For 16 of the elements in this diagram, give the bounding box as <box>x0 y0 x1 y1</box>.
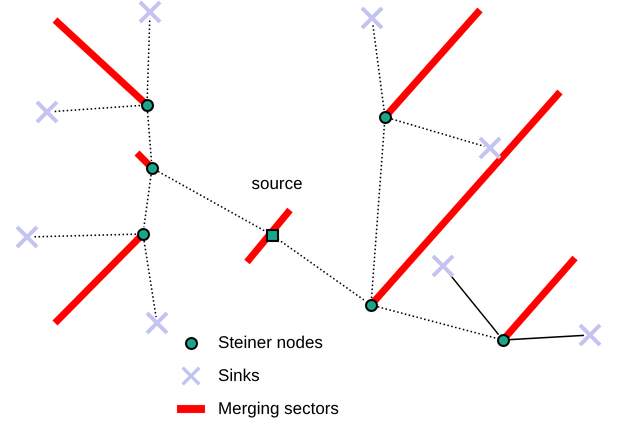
connector-line <box>143 240 157 318</box>
connector-line <box>370 124 386 298</box>
connector-line <box>146 18 151 98</box>
legend-label: Steiner nodes <box>218 332 323 354</box>
connector-line <box>158 170 266 232</box>
connector-line <box>392 118 484 148</box>
legend-label: Sinks <box>218 365 260 388</box>
connector-line <box>32 233 136 238</box>
connector-line <box>378 306 496 339</box>
node-caption: source <box>252 172 303 194</box>
connector-line <box>510 334 584 340</box>
legend-label: Merging sectors <box>218 398 339 420</box>
connector-line <box>52 104 140 112</box>
connector-line <box>146 112 152 162</box>
connector-line <box>143 174 152 228</box>
connector-line <box>372 24 385 110</box>
